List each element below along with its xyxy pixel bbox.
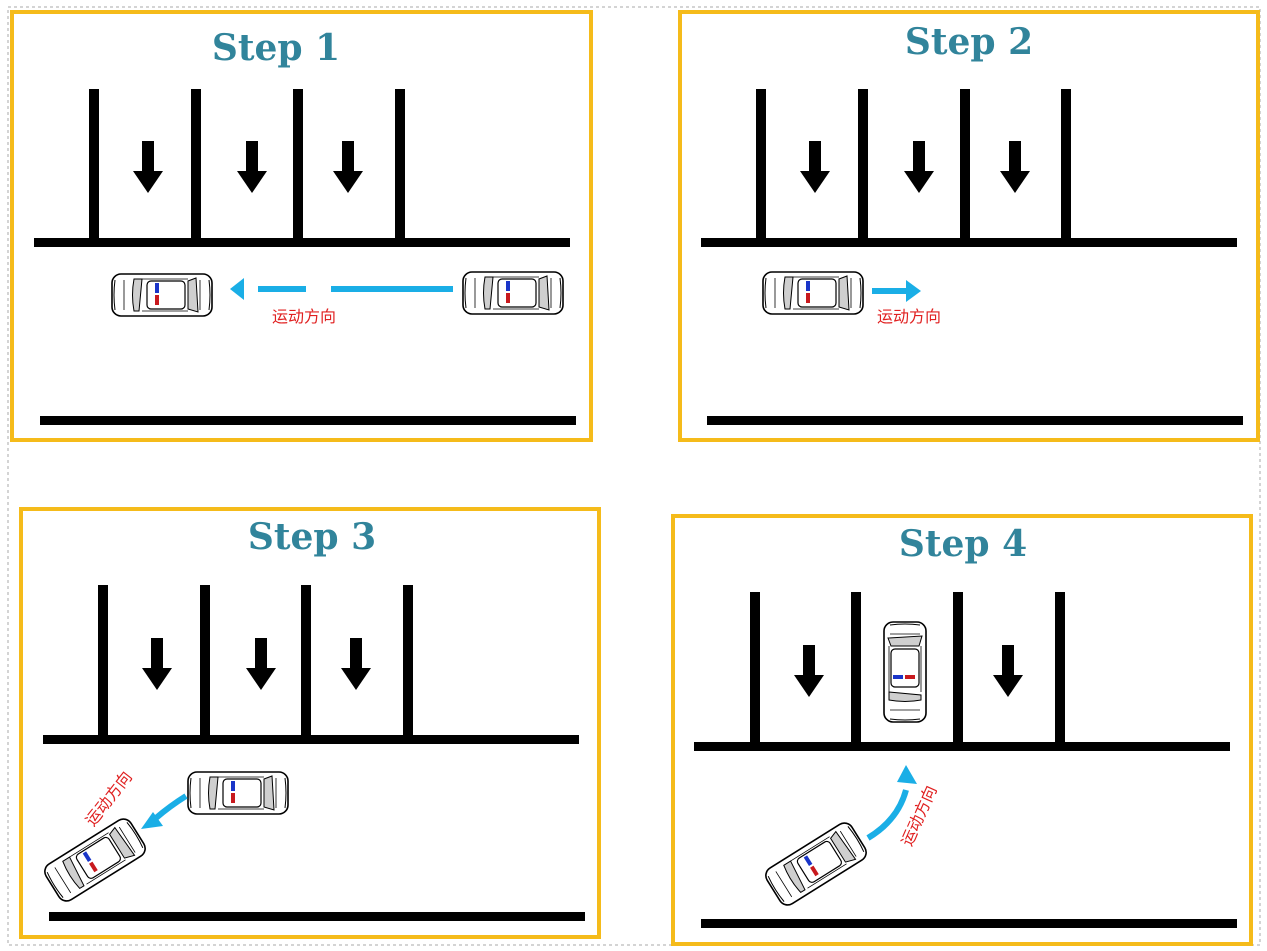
slot-down-arrow-icon: [333, 141, 363, 193]
motion-arrow-icon: [141, 793, 188, 829]
step-1-panel: Step 1 运动方向: [10, 10, 593, 442]
step-2-panel: Step 2 运动方向: [678, 10, 1260, 442]
car-icon: [761, 818, 871, 910]
motion-arrow-icon: [230, 278, 453, 300]
step-3-frame: [19, 507, 601, 939]
step-3-title: Step 3: [248, 516, 376, 558]
step-4-parking-lines: [694, 592, 1237, 928]
car-icon: [462, 271, 564, 315]
direction-label: 运动方向: [877, 307, 941, 326]
step-4-title: Step 4: [899, 523, 1027, 565]
slot-down-arrow-icon: [800, 141, 830, 193]
step-2-title: Step 2: [905, 21, 1033, 63]
step-4-frame: [671, 514, 1253, 946]
step-3-panel: Step 3 运动方向: [19, 507, 601, 939]
slot-down-arrow-icon: [904, 141, 934, 193]
car-icon: [883, 621, 927, 723]
slot-down-arrow-icon: [993, 645, 1023, 697]
motion-arrow-icon: [872, 280, 921, 302]
direction-label: 运动方向: [272, 307, 336, 326]
car-icon: [111, 273, 213, 317]
slot-down-arrow-icon: [341, 638, 371, 690]
car-icon: [187, 771, 289, 815]
step-1-frame: [10, 10, 593, 442]
car-icon: [762, 271, 864, 315]
slot-down-arrow-icon: [246, 638, 276, 690]
step-1-parking-lines: [34, 89, 576, 425]
step-2-parking-lines: [701, 89, 1243, 425]
step-3-parking-lines: [43, 585, 585, 921]
motion-arrow-icon: [866, 765, 917, 841]
slot-down-arrow-icon: [1000, 141, 1030, 193]
selection-border: [7, 6, 1261, 946]
slot-down-arrow-icon: [133, 141, 163, 193]
slot-down-arrow-icon: [142, 638, 172, 690]
step-1-title: Step 1: [212, 27, 340, 69]
step-4-panel: Step 4 运动方向: [671, 514, 1253, 946]
step-2-frame: [678, 10, 1260, 442]
slot-down-arrow-icon: [794, 645, 824, 697]
slot-down-arrow-icon: [237, 141, 267, 193]
